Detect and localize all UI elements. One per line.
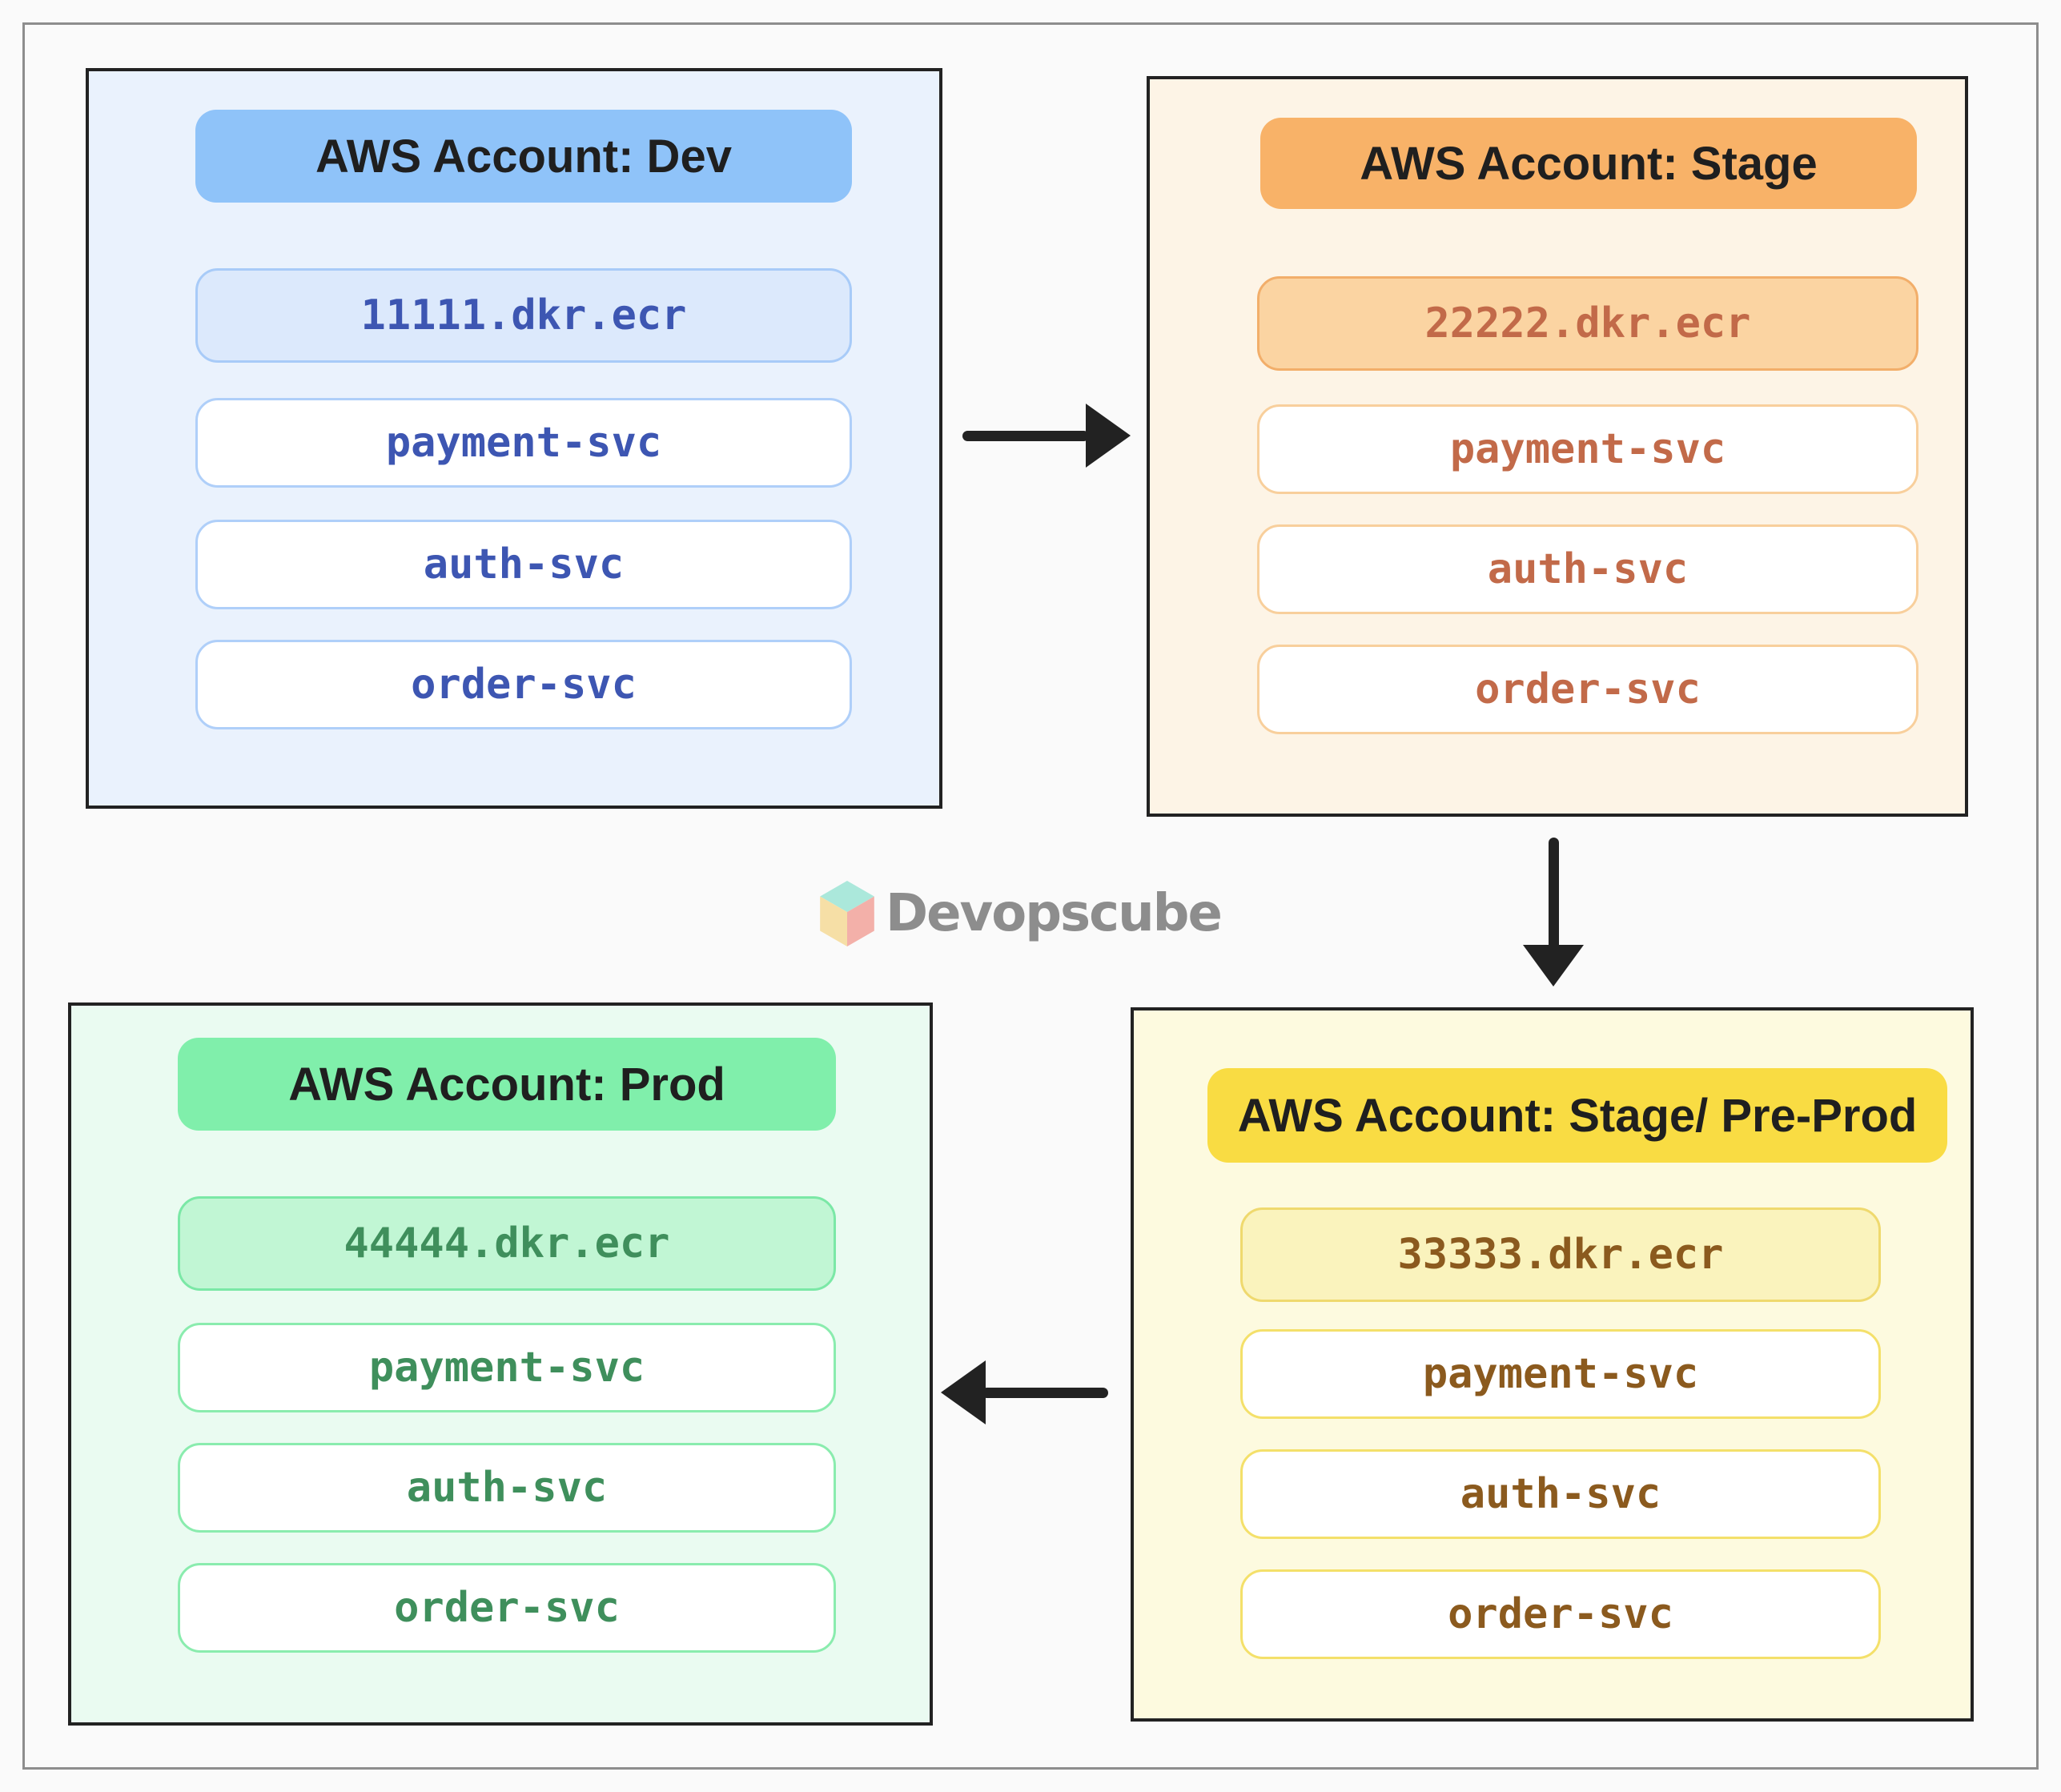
service-pill-dev-auth: auth-svc [195,520,852,609]
service-pill-stage-payment: payment-svc [1257,404,1918,494]
ecr-pill-stage: 22222.dkr.ecr [1257,276,1918,371]
account-box-preprod: AWS Account: Stage/ Pre-Prod 33333.dkr.e… [1131,1007,1974,1722]
service-pill-dev-payment: payment-svc [195,398,852,488]
ecr-pill-prod: 44444.dkr.ecr [178,1196,836,1291]
account-title-dev: AWS Account: Dev [315,130,732,183]
service-pill-stage-auth: auth-svc [1257,524,1918,614]
arrow-right-icon [1086,404,1131,468]
service-pill-preprod-order: order-svc [1240,1569,1881,1659]
ecr-pill-preprod: 33333.dkr.ecr [1240,1207,1881,1302]
service-label: auth-svc [1487,545,1689,593]
service-label: order-svc [411,661,637,709]
ecr-pill-dev: 11111.dkr.ecr [195,268,852,363]
devopscube-logo: Devopscube [820,879,1223,948]
service-pill-prod-payment: payment-svc [178,1323,836,1412]
account-box-dev: AWS Account: Dev 11111.dkr.ecr payment-s… [86,68,942,809]
ecr-label-prod: 44444.dkr.ecr [344,1219,670,1268]
account-title-stage: AWS Account: Stage [1360,137,1818,190]
service-pill-preprod-auth: auth-svc [1240,1449,1881,1539]
service-pill-dev-order: order-svc [195,640,852,729]
service-label: order-svc [1448,1590,1673,1638]
service-pill-prod-order: order-svc [178,1563,836,1653]
devopscube-cube-icon [820,881,874,946]
arrow-left-icon [941,1360,986,1424]
service-pill-stage-order: order-svc [1257,645,1918,734]
arrow-line [1549,838,1559,950]
service-label: auth-svc [423,540,625,589]
arrow-line [982,1388,1108,1398]
account-title-prod: AWS Account: Prod [288,1058,725,1111]
ecr-label-dev: 11111.dkr.ecr [360,291,687,340]
account-box-stage: AWS Account: Stage 22222.dkr.ecr payment… [1147,76,1968,817]
ecr-label-stage: 22222.dkr.ecr [1424,299,1751,348]
service-label: payment-svc [385,419,662,467]
account-header-preprod: AWS Account: Stage/ Pre-Prod [1207,1068,1947,1163]
service-label: payment-svc [368,1344,645,1392]
service-pill-preprod-payment: payment-svc [1240,1329,1881,1419]
account-header-stage: AWS Account: Stage [1260,118,1917,209]
service-label: auth-svc [406,1464,608,1512]
arrow-down-icon [1523,945,1584,986]
service-pill-prod-auth: auth-svc [178,1443,836,1533]
account-title-preprod: AWS Account: Stage/ Pre-Prod [1237,1089,1918,1142]
arrow-line [962,431,1089,441]
devopscube-logo-text: Devopscube [886,884,1223,943]
account-header-prod: AWS Account: Prod [178,1038,836,1131]
service-label: payment-svc [1422,1350,1699,1398]
service-label: order-svc [1475,665,1701,713]
service-label: auth-svc [1460,1470,1661,1518]
ecr-label-preprod: 33333.dkr.ecr [1397,1231,1724,1279]
service-label: order-svc [394,1584,620,1632]
service-label: payment-svc [1449,425,1726,473]
account-box-prod: AWS Account: Prod 44444.dkr.ecr payment-… [68,1002,933,1726]
account-header-dev: AWS Account: Dev [195,110,852,203]
